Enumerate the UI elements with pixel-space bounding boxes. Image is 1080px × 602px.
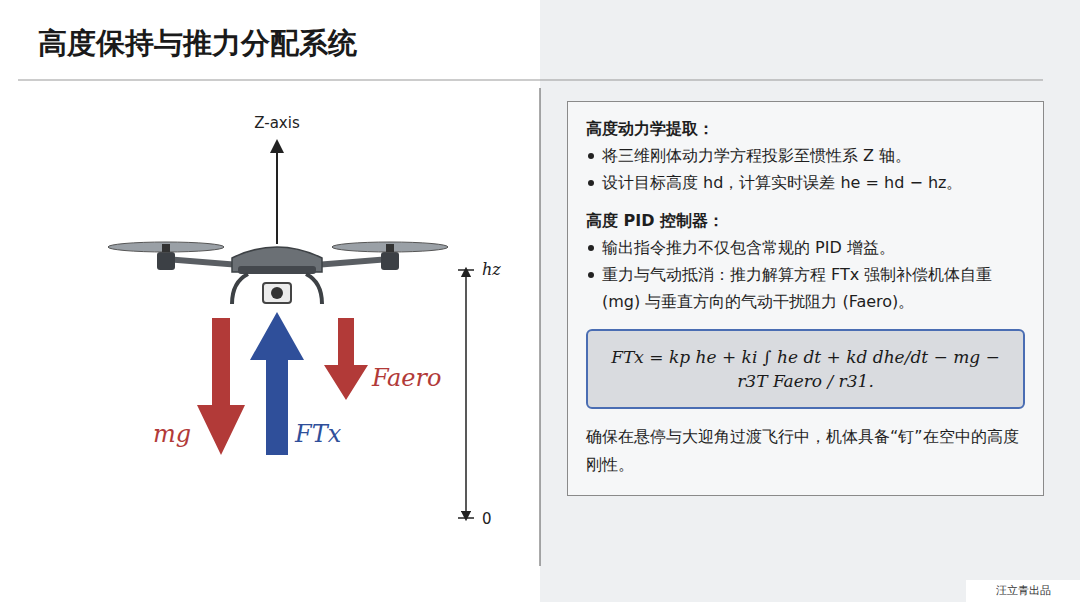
divider (540, 88, 541, 566)
force-label: Faero (372, 364, 441, 392)
text-row: FTx = kp he + ki ∫ he dt + kd dhe/dt − m… (604, 345, 1007, 393)
right-ground (540, 0, 1080, 602)
summary-text: 确保在悬停与大迎角过渡飞行中，机体具备“钉”在空中的高度刚性。 (586, 423, 1025, 479)
axis-label: Z-axis (254, 114, 299, 132)
text-row: 输出指令推力不仅包含常规的 PID 增益。 (586, 234, 1025, 261)
height-dimension (458, 270, 474, 518)
left-ground (0, 0, 540, 602)
text-row: 重力与气动抵消：推力解算方程 FTx 强制补偿机体自重 (mg) 与垂直方向的气… (586, 261, 1025, 315)
force-label: mg (153, 420, 191, 448)
bullet-dot (588, 153, 594, 159)
formula-text: FTx = kp he + ki ∫ he dt + kd dhe/dt − m… (604, 345, 1007, 393)
bullet-dot (588, 272, 594, 278)
z-axis (276, 146, 278, 244)
watermark-ground (966, 580, 1080, 602)
watermark: 汪立青出品 (996, 583, 1051, 598)
force-arrows (197, 312, 368, 455)
text-row: 设计目标高度 hd，计算实时误差 he = hd − hz。 (586, 169, 1025, 196)
text-row: 将三维刚体动力学方程投影至惯性系 Z 轴。 (586, 142, 1025, 169)
bullet-dot (588, 180, 594, 186)
height-label: hz (482, 260, 501, 279)
title-rule (18, 80, 1043, 81)
bullet-text: 重力与气动抵消：推力解算方程 FTx 强制补偿机体自重 (mg) 与垂直方向的气… (602, 261, 1025, 315)
text-row: 确保在悬停与大迎角过渡飞行中，机体具备“钉”在空中的高度刚性。 (586, 423, 1025, 479)
info-panel: 高度动力学提取：将三维刚体动力学方程投影至惯性系 Z 轴。设计目标高度 hd，计… (567, 101, 1044, 496)
bullet-dot (588, 245, 594, 251)
text-row: 高度 PID 控制器： (586, 208, 1025, 234)
height-label: 0 (482, 510, 492, 528)
bullet-text: 设计目标高度 hd，计算实时误差 he = hd − hz。 (602, 169, 1025, 196)
section-heading: 高度 PID 控制器： (586, 208, 1025, 234)
section-heading: 高度动力学提取： (586, 116, 1025, 142)
bullet-text: 将三维刚体动力学方程投影至惯性系 Z 轴。 (602, 142, 1025, 169)
text-row: 高度动力学提取： (586, 116, 1025, 142)
force-label: FTx (295, 420, 341, 448)
bullet-text: 输出指令推力不仅包含常规的 PID 增益。 (602, 234, 1025, 261)
formula-box: FTx = kp he + ki ∫ he dt + kd dhe/dt − m… (586, 329, 1025, 409)
drone (108, 242, 448, 304)
slide-title: 高度保持与推力分配系统 (38, 24, 357, 64)
